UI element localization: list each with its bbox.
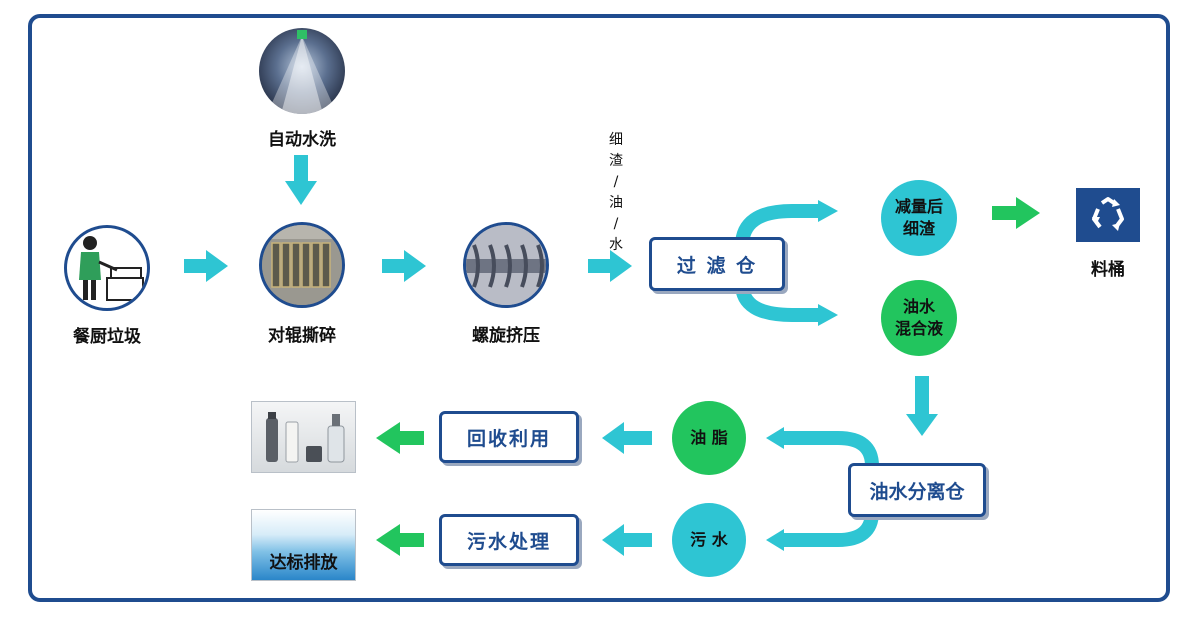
arrow-treatment-to-discharge (376, 524, 424, 556)
press-output-char: / (613, 174, 619, 190)
arrow-shred-to-press (382, 250, 426, 282)
spray-icon (267, 30, 337, 114)
chef-icon (64, 225, 150, 311)
press-output-label: 细 渣 / 油 / 水 (606, 130, 626, 256)
reduced-residue-circle: 减量后 细渣 (881, 180, 957, 256)
arrow-mix-to-separation (906, 376, 938, 436)
reduced-residue-line1: 减量后 (894, 197, 943, 216)
cosmetic-bottles-photo (251, 401, 356, 473)
arrow-press-to-filter (588, 250, 632, 282)
press-output-char: 油 (609, 195, 623, 211)
arrow-grease-to-recycle (602, 422, 652, 454)
step-auto-wash: 自动水洗 (268, 130, 336, 150)
recycle-icon (1076, 188, 1140, 242)
arrow-recycle-to-products (376, 422, 424, 454)
press-output-char: 渣 (609, 153, 623, 169)
arrow-waste-to-shred (184, 250, 228, 282)
recycle-box: 回收利用 (439, 411, 579, 463)
arrow-separation-to-grease (766, 427, 879, 467)
bucket-label: 料桶 (1091, 260, 1125, 280)
water-surface-photo: 达标排放 (251, 509, 356, 581)
sewage-circle: 污 水 (672, 503, 746, 577)
arrow-residue-to-bucket (992, 197, 1040, 229)
press-output-char: / (613, 216, 619, 232)
step-roller-shred: 对辊撕碎 (268, 326, 336, 346)
shredder-photo (259, 222, 345, 308)
reduced-residue-line2: 细渣 (902, 219, 935, 238)
discharge-label: 达标排放 (269, 553, 338, 573)
arrow-sewage-to-treatment (602, 524, 652, 556)
step-screw-press: 螺旋挤压 (472, 326, 540, 346)
spray-nozzle-photo (259, 28, 345, 114)
grease-circle: 油 脂 (672, 401, 746, 475)
oil-water-mix-line1: 油水 (902, 297, 935, 316)
arrow-wash-to-shred (285, 155, 317, 205)
oil-water-mix-circle: 油水 混合液 (881, 280, 957, 356)
step-kitchen-waste: 餐厨垃圾 (73, 327, 141, 347)
arrow-separation-to-sewage (766, 511, 879, 551)
filter-bin-box: 过 滤 仓 (649, 237, 785, 291)
press-output-char: 细 (609, 132, 623, 148)
screw-press-photo (463, 222, 549, 308)
oil-water-mix-line2: 混合液 (894, 319, 943, 338)
diagram-frame (28, 14, 1170, 602)
sewage-treatment-box: 污水处理 (439, 514, 579, 566)
press-output-char: 水 (609, 237, 623, 253)
separation-bin-box: 油水分离仓 (848, 463, 986, 517)
